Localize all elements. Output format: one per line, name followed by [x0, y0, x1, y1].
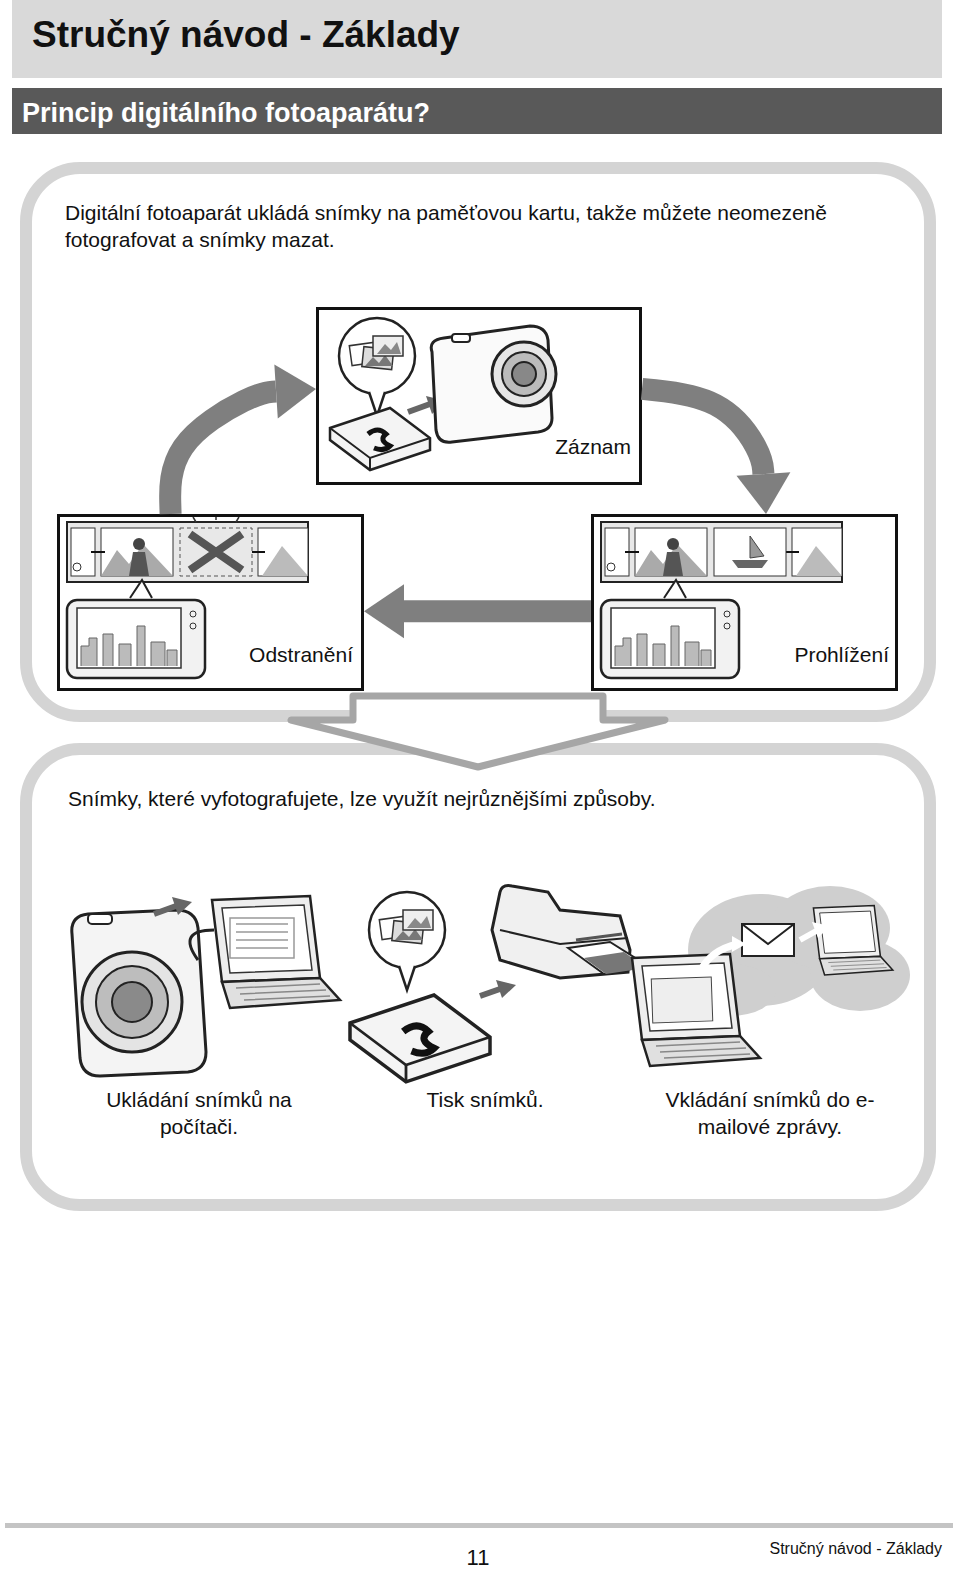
email-illustration-part	[742, 924, 794, 956]
email-illustration	[632, 886, 910, 1066]
record-illustration	[330, 318, 556, 470]
title-bar: Stručný návod - Základy	[12, 0, 942, 78]
print-illustration-part	[369, 892, 445, 990]
computer-illustration	[72, 896, 340, 1076]
node-text: Digitální fotoaparát ukládá snímky na pa…	[65, 199, 845, 254]
computer-illustration-part	[96, 966, 168, 1038]
page-title: Stručný návod - Základy	[32, 14, 460, 56]
delete-illustration-part	[67, 522, 308, 582]
print-illustration-part	[480, 989, 500, 996]
computer-illustration-part	[230, 918, 294, 958]
email-illustration-part	[651, 977, 712, 1023]
record-illustration-part	[330, 408, 430, 470]
camera-part	[492, 342, 556, 406]
printer	[492, 886, 648, 978]
delete-box: Odstranění	[57, 514, 364, 691]
node-text: Snímky, které vyfotografujete, lze využí…	[68, 785, 655, 812]
node-text: Princip digitálního fotoaparátu?	[22, 96, 430, 131]
use-caption: Ukládání snímků na počítači.	[84, 1086, 314, 1141]
computer-illustration-part	[72, 910, 206, 1076]
cycle-arrow	[642, 389, 790, 514]
view-illustration-part	[750, 536, 764, 558]
use-caption: Tisk snímků.	[380, 1086, 590, 1113]
block-arrow-shape	[291, 696, 665, 767]
arrow-head	[736, 472, 790, 514]
computer-illustration-part	[172, 897, 192, 915]
email-illustration-part	[742, 924, 794, 944]
uses-panel: Snímky, které vyfotografujete, lze využí…	[20, 743, 936, 1211]
view-illustration-part	[601, 600, 739, 678]
computer-illustration-part	[112, 982, 152, 1022]
computer-illustration-part	[82, 952, 182, 1052]
record-box: Záznam	[316, 307, 642, 485]
section-band: Princip digitálního fotoaparátu?	[12, 88, 942, 134]
email-illustration-part	[812, 922, 830, 938]
delete-illustration-part	[180, 528, 252, 576]
email-illustration-part	[813, 906, 892, 975]
delete-illustration-part	[67, 600, 205, 678]
record-illustration-part	[339, 318, 415, 416]
delete-illustration-part	[190, 534, 242, 570]
email-illustration-part	[800, 930, 818, 940]
view-illustration-part	[664, 580, 686, 598]
delete-illustration-part	[130, 580, 152, 598]
view-illustration-part	[714, 528, 786, 576]
view-illustration-part	[732, 560, 768, 568]
arrow-head	[364, 584, 404, 638]
camera-part	[502, 352, 546, 396]
camera-part	[512, 362, 536, 386]
printer-part	[576, 934, 622, 940]
node-text: Záznam	[555, 433, 631, 460]
camera-part	[452, 334, 470, 342]
camera	[431, 326, 556, 442]
computer-illustration-part	[88, 914, 112, 924]
view-box: Prohlížení	[591, 514, 898, 691]
computer-illustration-part	[190, 930, 214, 960]
print-illustration-part	[350, 995, 490, 1082]
footer-title: Stručný návod - Základy	[640, 1539, 942, 1560]
intro-panel: ZáznamOdstranění Prohlížení Digitální foto…	[20, 162, 936, 722]
view-illustration-part	[601, 522, 842, 582]
email-illustration-part	[632, 954, 760, 1066]
arrow-shaft	[642, 389, 763, 474]
node-text: Prohlížení	[794, 641, 889, 668]
cycle-arrow	[364, 584, 591, 638]
print-illustration-part	[496, 980, 516, 998]
arrow-head	[274, 365, 316, 419]
computer-illustration-part	[212, 896, 340, 1008]
record-illustration-part	[408, 404, 430, 412]
node-text: Odstranění	[249, 641, 353, 668]
use-caption: Vkládání snímků do e-mailové zprávy.	[650, 1086, 890, 1141]
arrow-shaft	[170, 391, 276, 514]
print-illustration	[350, 886, 648, 1082]
page-number: 11	[448, 1544, 508, 1573]
cycle-arrow	[170, 365, 316, 514]
email-illustration-part	[732, 936, 746, 952]
flow-block-arrow	[291, 696, 665, 767]
footer-rule	[5, 1523, 953, 1528]
arrow-shaft	[404, 600, 591, 622]
computer-illustration-part	[154, 906, 176, 914]
